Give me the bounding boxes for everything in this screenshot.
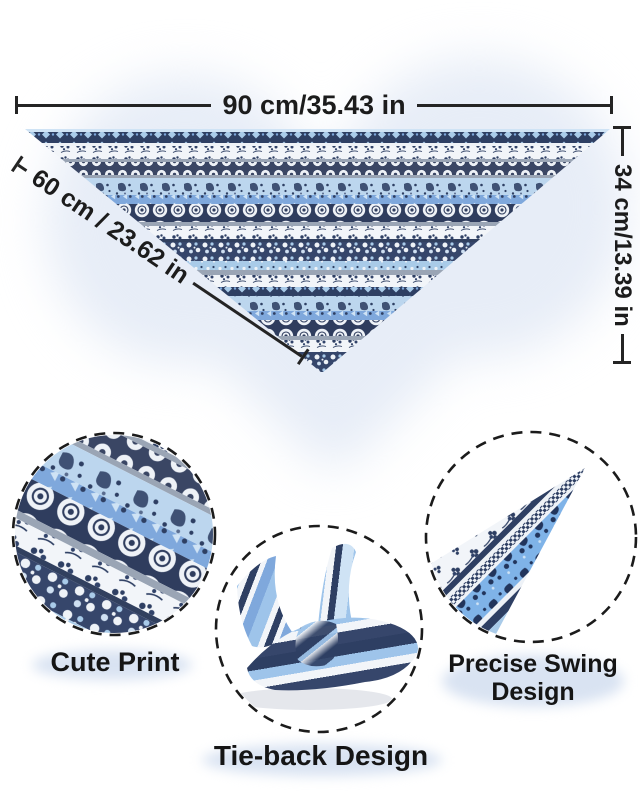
dimension-tick — [613, 126, 631, 129]
feature-label-precise-swing: Precise Swing Design — [448, 650, 618, 706]
callout-circle-swing — [424, 430, 638, 644]
height-dimension: 34 cm/13.39 in — [606, 126, 638, 364]
label-blob — [32, 650, 192, 680]
dimension-line — [416, 103, 610, 107]
dashed-circle — [424, 430, 638, 644]
dashed-circle — [214, 524, 424, 734]
callout-circle-print — [11, 431, 217, 637]
dimension-line — [620, 334, 624, 361]
label-blob — [442, 655, 624, 707]
callout-circle-tieback — [214, 524, 424, 734]
feature-label-tie-back: Tie-back Design — [213, 740, 429, 771]
bandana-flat-image — [25, 129, 610, 372]
height-dimension-label: 34 cm/13.39 in — [609, 163, 636, 327]
dimension-line — [620, 129, 624, 156]
dashed-circle — [11, 431, 217, 637]
feature-label-cute-print: Cute Print — [50, 647, 180, 677]
width-dimension: 90 cm/35.43 in — [15, 89, 613, 120]
dimension-tick — [613, 361, 631, 364]
dimension-line — [18, 103, 212, 107]
label-blob — [202, 744, 442, 776]
dimension-tick — [610, 96, 613, 114]
width-dimension-label: 90 cm/35.43 in — [222, 89, 406, 120]
dimension-tick — [15, 96, 18, 114]
